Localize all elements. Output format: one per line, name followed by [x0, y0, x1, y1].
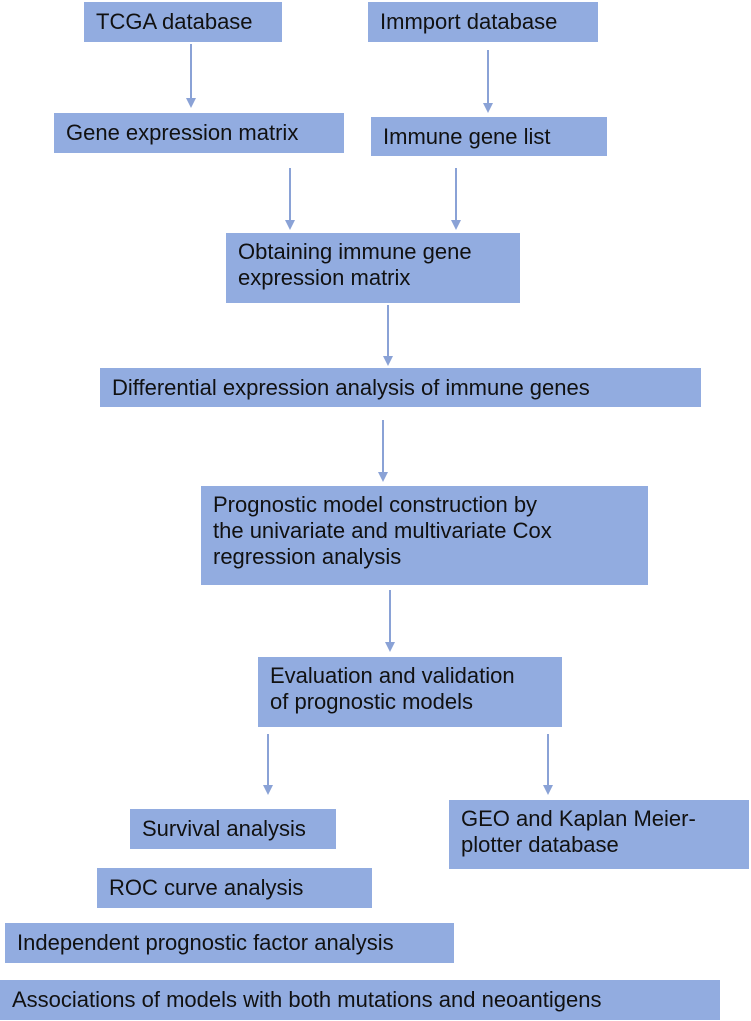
arrow-prognostic-model-to-evaluation	[385, 590, 395, 652]
node-evaluation-validation: Evaluation and validation of prognostic …	[258, 657, 562, 727]
node-differential-expression: Differential expression analysis of immu…	[100, 368, 701, 407]
node-obtaining-immune-matrix: Obtaining immune gene expression matrix	[226, 233, 520, 303]
node-immune-gene-list: Immune gene list	[371, 117, 607, 156]
node-independent-prognostic-factor: Independent prognostic factor analysis	[5, 923, 454, 963]
arrow-evaluation-to-geo	[543, 734, 553, 795]
node-tcga-database: TCGA database	[84, 2, 282, 42]
arrow-gene-matrix-to-obtaining	[285, 168, 295, 230]
node-geo-kaplan-meier: GEO and Kaplan Meier- plotter database	[449, 800, 749, 869]
arrow-obtaining-to-differential	[383, 305, 393, 366]
node-roc-curve-analysis: ROC curve analysis	[97, 868, 372, 908]
node-gene-expression-matrix: Gene expression matrix	[54, 113, 344, 153]
arrow-immune-list-to-obtaining	[451, 168, 461, 230]
arrow-evaluation-to-survival	[263, 734, 273, 795]
node-immport-database: Immport database	[368, 2, 598, 42]
node-prognostic-model-construction: Prognostic model construction by the uni…	[201, 486, 648, 585]
node-associations-mutations-neoantigens: Associations of models with both mutatio…	[0, 980, 720, 1020]
arrow-immport-to-immune-list	[483, 50, 493, 113]
node-survival-analysis: Survival analysis	[130, 809, 336, 849]
arrow-tcga-to-gene-matrix	[186, 44, 196, 108]
arrow-differential-to-prognostic-model	[378, 420, 388, 482]
